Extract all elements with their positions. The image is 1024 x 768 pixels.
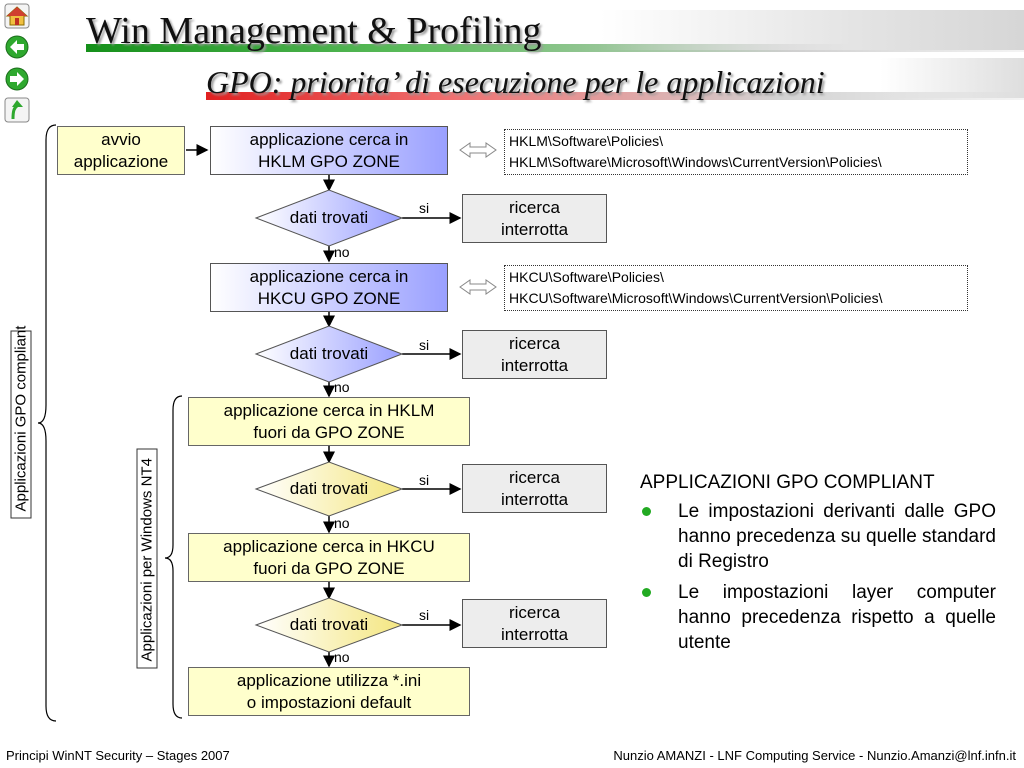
page-subtitle: GPO: priorita’ di esecuzione per le appl… [206,64,825,100]
decision-diamond-1 [254,189,404,247]
group-label-gpo-compliant: Applicazioni GPO compliant [10,326,32,519]
start-line-2: applicazione [73,151,169,171]
step-hkcu-gpo-line-1: applicazione cerca in [249,266,409,286]
bullet-text-2: Le impostazioni layer computer hanno pre… [678,582,996,653]
info-panel-heading: APPLICAZIONI GPO COMPLIANT [640,472,935,493]
registry-hklm-line-2: HKLM\Software\Microsoft\Windows\CurrentV… [509,154,882,170]
stop-2-line-1: ricerca [508,333,560,353]
decision-label-1: dati trovati [289,208,369,227]
no-label-2: no [334,379,350,395]
yes-label-3: si [419,472,430,488]
stop-box-2: ricerca interrotta [462,330,607,379]
no-label-3: no [334,515,350,531]
registry-hklm-line-1: HKLM\Software\Policies\ [509,133,664,149]
stop-3-line-1: ricerca [508,467,560,487]
info-panel-list: Le impostazioni derivanti dalle GPO hann… [640,499,996,655]
forward-arrow-icon[interactable] [4,66,30,92]
registry-hkcu-line-1: HKCU\Software\Policies\ [509,269,664,285]
stop-box-1: ricerca interrotta [462,194,607,243]
step-hklm-gpo: applicazione cerca in HKLM GPO ZONE [210,126,448,175]
start-line-1: avvio [101,129,141,149]
stop-box-3: ricerca interrotta [462,464,607,513]
group-label-nt4: Applicazioni per Windows NT4 [136,448,158,669]
yes-label-1: si [419,200,430,216]
registry-hklm-paths: HKLM\Software\Policies\ HKLM\Software\Mi… [504,129,968,175]
subtitle-bar-red [206,92,1024,100]
bullet-icon [642,588,651,597]
registry-hkcu-line-2: HKCU\Software\Microsoft\Windows\CurrentV… [509,290,883,306]
brace-gpo [37,124,57,722]
step-hklm-out: applicazione cerca in HKLM fuori da GPO … [188,397,470,446]
bullet-icon [642,507,651,516]
no-label-1: no [334,244,350,260]
back-arrow-icon[interactable] [4,34,30,60]
step-hkcu-out-line-1: applicazione cerca in HKCU [223,536,435,556]
decision-label-2: dati trovati [289,344,369,363]
step-default-line-1: applicazione utilizza *.ini [236,670,422,690]
bullet-text-1: Le impostazioni derivanti dalle GPO hann… [678,501,996,572]
list-item: Le impostazioni derivanti dalle GPO hann… [640,499,996,574]
step-hklm-out-line-1: applicazione cerca in HKLM [223,400,435,420]
decision-label-3: dati trovati [289,479,369,498]
stop-1-line-1: ricerca [508,197,560,217]
stop-2-line-2: interrotta [500,355,569,375]
stop-4-line-2: interrotta [500,624,569,644]
step-hklm-gpo-line-1: applicazione cerca in [249,129,409,149]
step-hkcu-out: applicazione cerca in HKCU fuori da GPO … [188,533,470,582]
title-gradient-bg [600,10,1024,50]
footer-left: Principi WinNT Security – Stages 2007 [6,748,230,763]
subtitle-gradient-bg [880,58,1024,98]
info-panel: APPLICAZIONI GPO COMPLIANT Le impostazio… [640,470,996,661]
page-title: Win Management & Profiling [86,10,542,52]
step-hklm-out-line-2: fuori da GPO ZONE [253,422,405,442]
decision-diamond-3 [254,461,404,517]
stop-3-line-2: interrotta [500,489,569,509]
home-icon[interactable] [4,3,30,29]
no-label-4: no [334,649,350,665]
start-box: avvio applicazione [57,126,185,175]
decision-label-4: dati trovati [289,615,369,634]
brace-nt4 [164,395,183,719]
step-hkcu-gpo: applicazione cerca in HKCU GPO ZONE [210,263,448,312]
footer-right: Nunzio AMANZI - LNF Computing Service - … [613,748,1016,763]
list-item: Le impostazioni layer computer hanno pre… [640,580,996,655]
step-hklm-gpo-line-2: HKLM GPO ZONE [258,151,400,171]
yes-label-2: si [419,337,430,353]
decision-diamond-4 [254,597,404,653]
double-arrow-icon [459,142,497,295]
title-bar-green [86,44,1024,52]
return-up-icon[interactable] [4,97,30,123]
decision-diamond-2 [254,325,404,383]
registry-hkcu-paths: HKCU\Software\Policies\ HKCU\Software\Mi… [504,265,968,311]
step-default-line-2: o impostazioni default [246,692,412,712]
step-hkcu-gpo-line-2: HKCU GPO ZONE [257,288,401,308]
step-hkcu-out-line-2: fuori da GPO ZONE [253,558,405,578]
step-default: applicazione utilizza *.ini o impostazio… [188,667,470,716]
yes-label-4: si [419,607,430,623]
stop-1-line-2: interrotta [500,219,569,239]
stop-4-line-1: ricerca [508,602,560,622]
stop-box-4: ricerca interrotta [462,599,607,648]
